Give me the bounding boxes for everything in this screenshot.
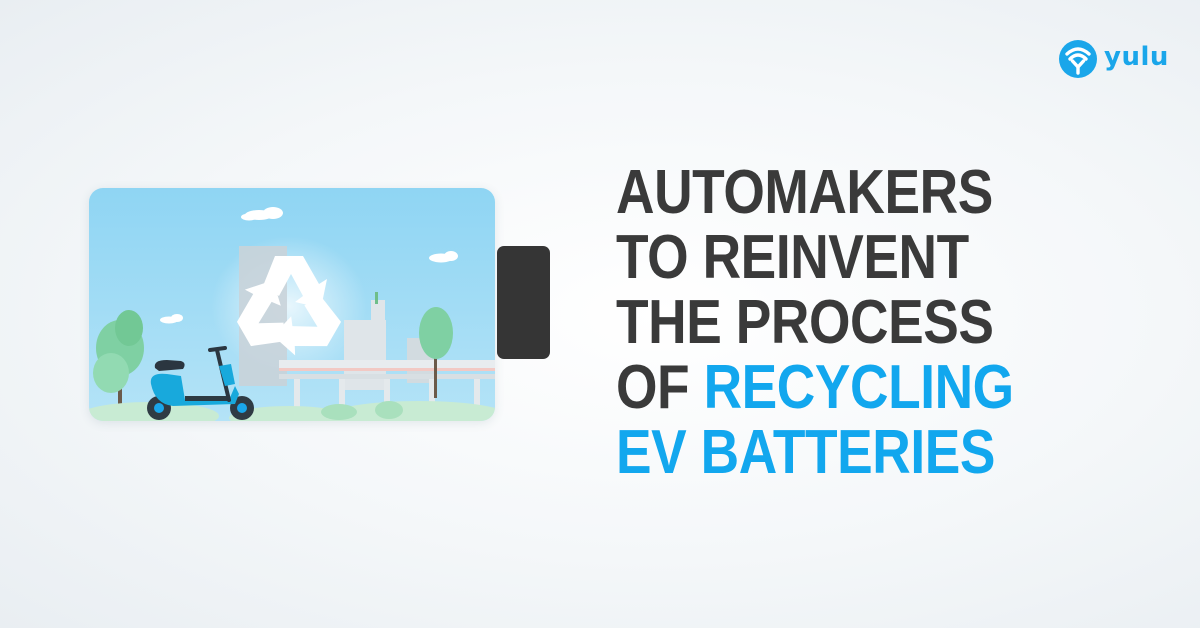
battery-terminal [497, 246, 550, 359]
cloud-icon [160, 314, 183, 324]
brand-name: yulu [1104, 42, 1169, 72]
cloud-icon [429, 251, 458, 263]
headline-line-1: AUTOMAKERS [616, 158, 993, 227]
electric-scooter-icon [147, 346, 254, 420]
headline-line-4-prefix: OF [616, 353, 704, 422]
battery-scene [89, 188, 495, 421]
headline-highlight-recycling: RECYCLING [703, 353, 1015, 422]
tree-icon [93, 310, 144, 413]
battery-illustration [89, 188, 495, 421]
recycle-icon [236, 256, 342, 356]
tree-icon [419, 307, 453, 398]
headline-line-5: EV BATTERIES [616, 418, 995, 487]
bridge [279, 360, 495, 409]
yulu-logo-mark-icon [1059, 40, 1097, 78]
brand-logo: yulu [1058, 39, 1169, 79]
headline-line-2: TO REINVENT [616, 223, 969, 292]
headline-line-3: THE PROCESS [616, 288, 994, 357]
headline-line-4: OF RECYCLING [616, 355, 1014, 420]
cloud-icon [241, 207, 283, 221]
headline: AUTOMAKERS TO REINVENT THE PROCESS OF RE… [616, 160, 1014, 485]
